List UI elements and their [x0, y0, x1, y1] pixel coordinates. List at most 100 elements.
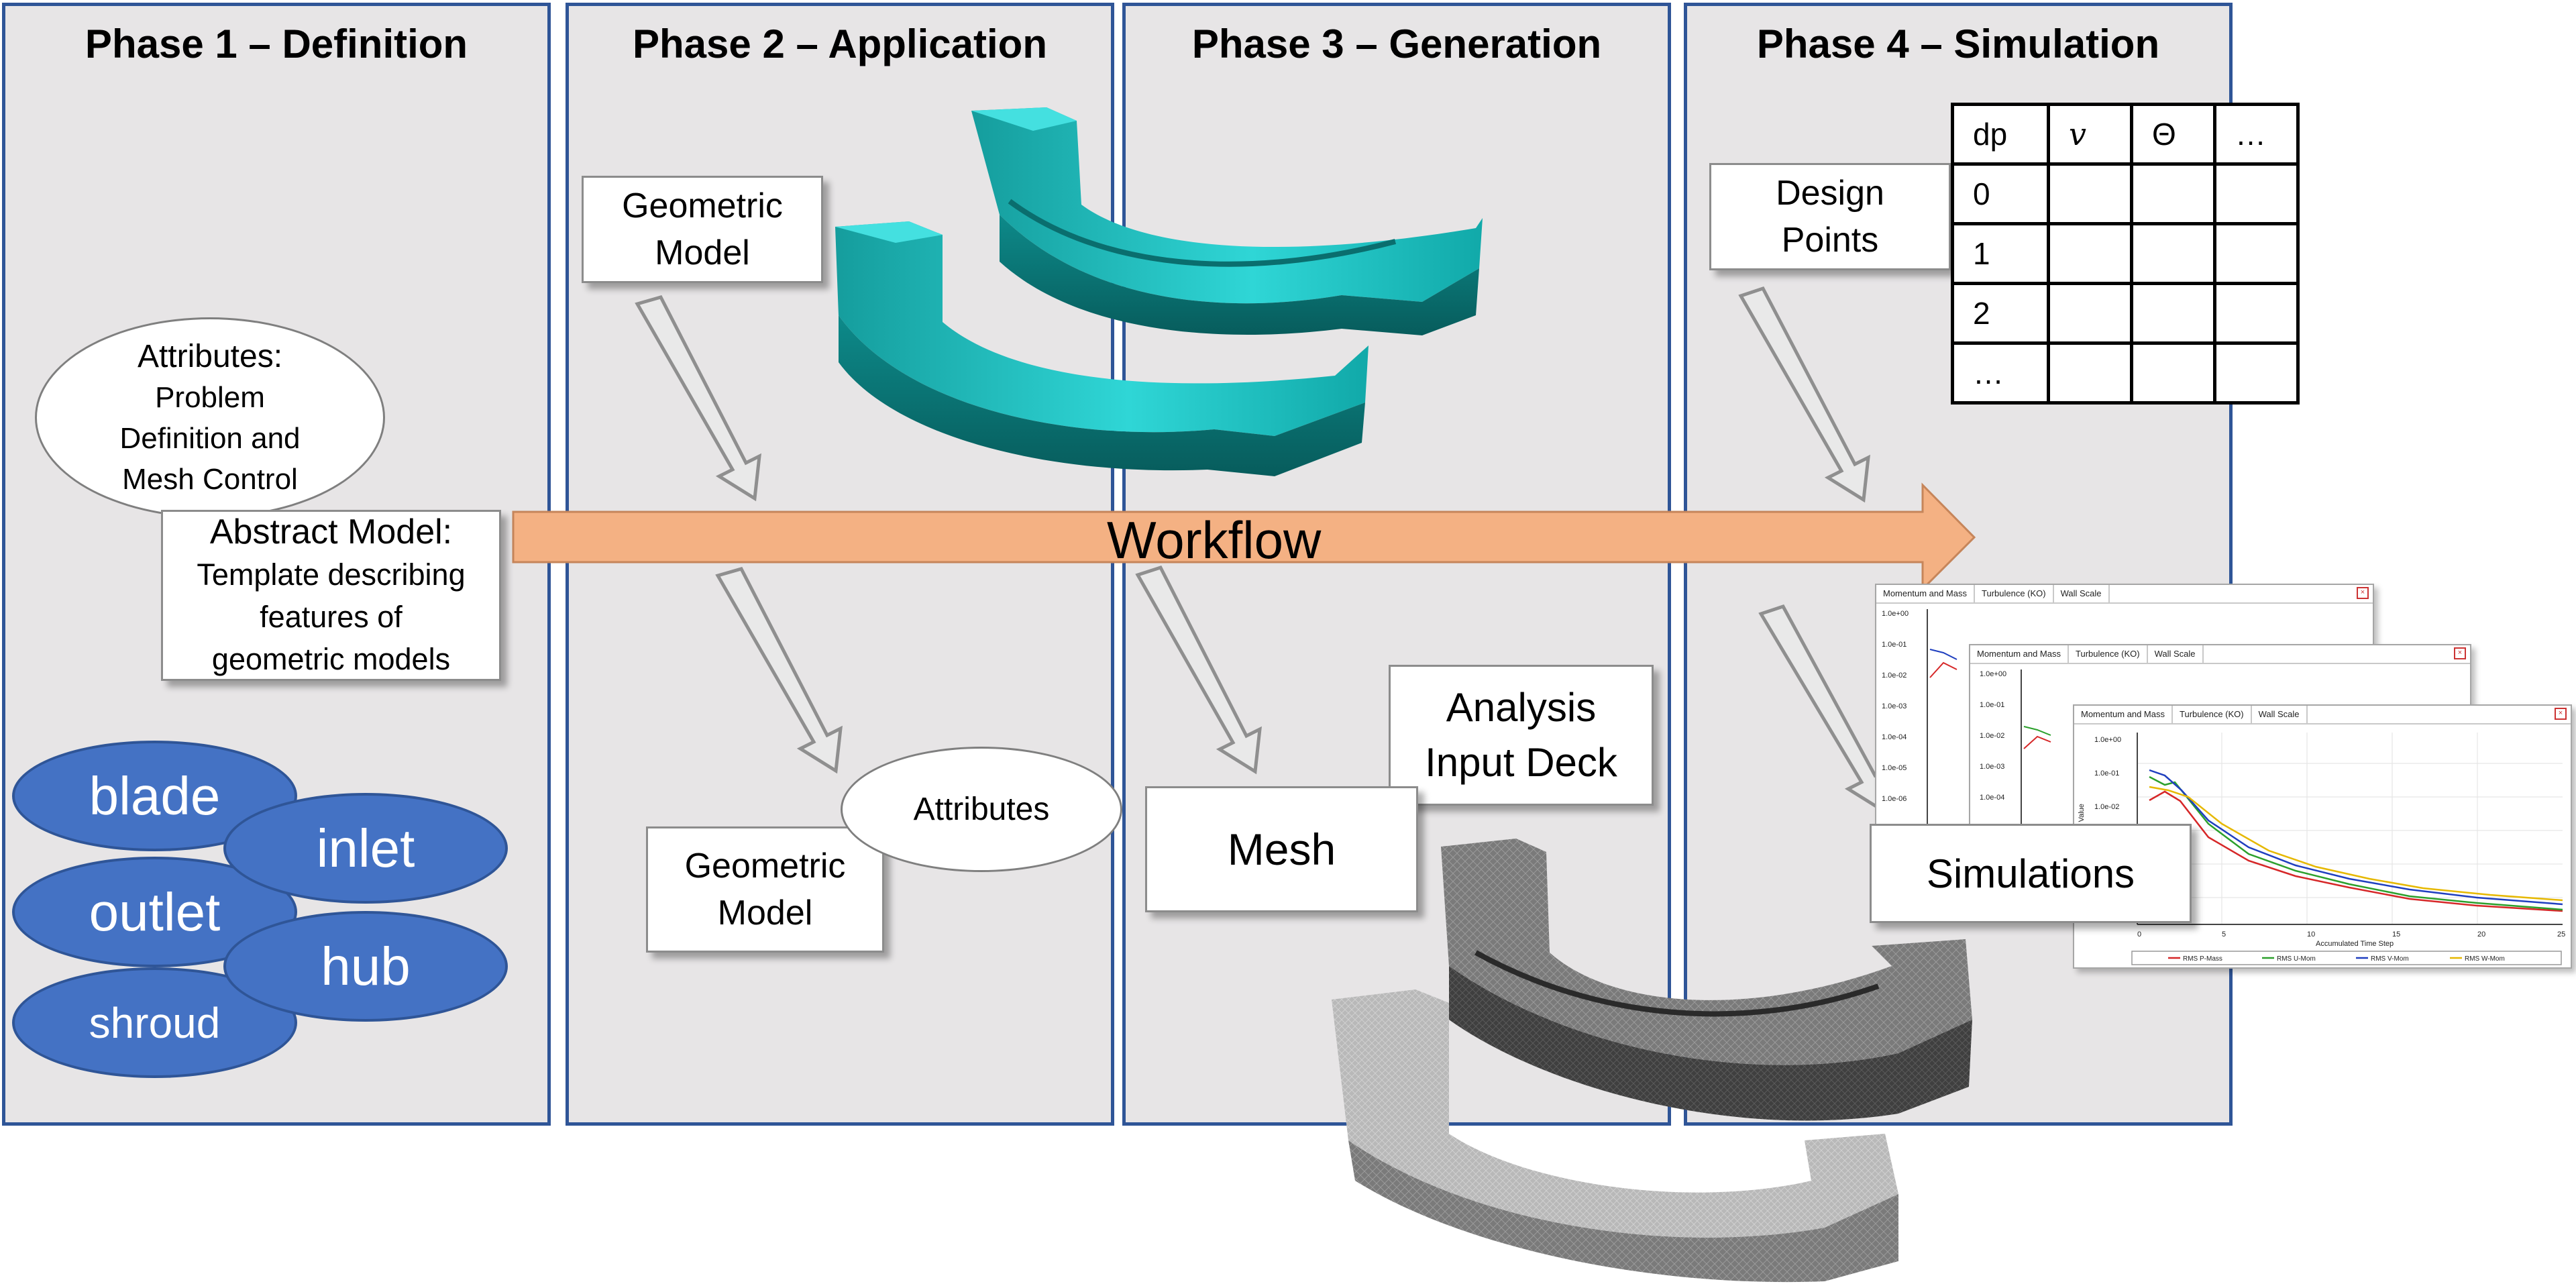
feature-label: inlet	[316, 818, 415, 878]
analysis-line: Input Deck	[1425, 740, 1617, 785]
table-cell	[2047, 162, 2133, 225]
y-tick-label: 1.0e-02	[1882, 672, 1907, 680]
table-cell	[2130, 222, 2216, 285]
abstract-model-line: geometric models	[211, 641, 451, 676]
tab-turbulence[interactable]: Turbulence (KO)	[2069, 645, 2148, 663]
x-axis-label: Accumulated Time Step	[2316, 940, 2394, 948]
phase-title: Phase 1 – Definition	[85, 21, 468, 66]
window-tabs: Momentum and Mass Turbulence (KO) Wall S…	[2074, 706, 2571, 724]
y-tick-label: 1.0e+00	[1882, 610, 1909, 618]
teal-geometry-back	[971, 107, 1483, 335]
attributes-ellipse: Attributes: Problem Definition and Mesh …	[35, 317, 385, 518]
phase-title: Phase 4 – Simulation	[1756, 21, 2160, 66]
analysis-line: Analysis	[1446, 685, 1597, 730]
table-header-row: dp 𝑣 Θ …	[1951, 103, 2300, 166]
tab-wall-scale[interactable]: Wall Scale	[2054, 585, 2110, 602]
attributes-line: Mesh Control	[122, 462, 298, 496]
arrow-down-icon	[715, 567, 843, 774]
table-cell	[2047, 282, 2133, 345]
mesh-geometry-front	[1332, 989, 1898, 1283]
tab-wall-scale[interactable]: Wall Scale	[2148, 645, 2204, 663]
abstract-model-line: features of	[260, 599, 402, 634]
attributes-line: Problem	[155, 380, 265, 414]
table-header-cell: …	[2213, 103, 2300, 166]
arrow-down-icon	[635, 295, 761, 502]
tab-momentum[interactable]: Momentum and Mass	[1876, 585, 1975, 602]
table-row: 1	[1951, 222, 2300, 285]
x-tick-label: 15	[2392, 930, 2400, 938]
y-tick-label: 1.0e-06	[1882, 795, 1907, 803]
close-icon[interactable]: ×	[2357, 587, 2369, 599]
window-tabs: Momentum and Mass Turbulence (KO) Wall S…	[1970, 645, 2470, 664]
table-cell	[2047, 341, 2133, 405]
arrow-down-icon	[1738, 286, 1870, 503]
y-tick-label: 1.0e-03	[1882, 702, 1907, 710]
feature-hub: hub	[223, 911, 508, 1022]
legend-box	[2131, 951, 2562, 965]
legend-label: RMS V-Mom	[2371, 955, 2409, 963]
table-cell: …	[1951, 341, 2050, 405]
x-tick-label: 10	[2307, 930, 2315, 938]
attributes-label: Attributes	[913, 792, 1050, 827]
mesh-box: Mesh	[1145, 786, 1418, 912]
tab-momentum[interactable]: Momentum and Mass	[1970, 645, 2069, 663]
simulations-box: Simulations	[1870, 824, 2192, 923]
y-tick-label: 1.0e-04	[1980, 794, 2004, 802]
table-cell	[2130, 162, 2216, 225]
table-row: 2	[1951, 282, 2300, 345]
analysis-input-deck-box: Analysis Input Deck	[1389, 665, 1654, 806]
attributes-line: Definition and	[119, 421, 301, 455]
tab-turbulence[interactable]: Turbulence (KO)	[1975, 585, 2054, 602]
table-cell	[2047, 222, 2133, 285]
y-tick-label: 1.0e-01	[1980, 701, 2004, 709]
table-cell	[2213, 341, 2300, 405]
plot-area: 1.0e+00 1.0e-01 1.0e-02 1.0e-03 Variable…	[2078, 733, 2565, 965]
close-icon[interactable]: ×	[2555, 708, 2567, 720]
tab-momentum[interactable]: Momentum and Mass	[2074, 706, 2173, 723]
feature-label: blade	[89, 765, 221, 826]
attributes-ellipse-small: Attributes	[841, 747, 1122, 872]
window-tabs: Momentum and Mass Turbulence (KO) Wall S…	[1876, 585, 2373, 604]
y-tick-label: 1.0e+00	[1980, 670, 2006, 678]
teal-geometry-front	[835, 221, 1368, 476]
geometric-model-box-bottom: Geometric Model	[646, 826, 884, 953]
feature-label: outlet	[89, 881, 221, 942]
x-tick-label: 5	[2222, 930, 2226, 938]
legend-label: RMS W-Mom	[2465, 955, 2505, 963]
phase-panel-generation: Phase 3 – Generation	[1122, 3, 1671, 1126]
attributes-line: Attributes:	[137, 338, 283, 374]
tab-turbulence[interactable]: Turbulence (KO)	[2173, 706, 2252, 723]
design-points-line: Points	[1781, 221, 1879, 260]
workflow-label: Workflow	[1107, 511, 1322, 570]
y-tick-label: 1.0e-01	[1882, 641, 1907, 649]
phase-title: Phase 2 – Application	[633, 21, 1047, 66]
abstract-model-line: Template describing	[197, 557, 466, 592]
tab-wall-scale[interactable]: Wall Scale	[2252, 706, 2308, 723]
feature-label: shroud	[89, 998, 221, 1047]
design-points-box: Design Points	[1709, 163, 1951, 270]
design-points-line: Design	[1776, 174, 1884, 213]
table-header-cell: 𝑣	[2047, 103, 2133, 166]
y-tick-label: 1.0e+00	[2094, 736, 2121, 744]
close-icon[interactable]: ×	[2454, 647, 2466, 659]
table-header-cell: dp	[1951, 103, 2050, 166]
arrow-down-icon	[1135, 565, 1262, 775]
geometric-model-line: Model	[717, 894, 813, 932]
x-tick-label: 20	[2477, 930, 2485, 938]
x-tick-label: 25	[2557, 930, 2565, 938]
feature-label: hub	[321, 936, 411, 996]
table-cell: 1	[1951, 222, 2050, 285]
plot-area: 1.0e+00 1.0e-01 1.0e-02 1.0e-03 1.0e-04 …	[1882, 609, 1957, 824]
table-cell: 2	[1951, 282, 2050, 345]
table-row: …	[1951, 341, 2300, 405]
feature-shroud: shroud	[12, 967, 297, 1078]
x-tick-label: 0	[2137, 930, 2141, 938]
mesh-label: Mesh	[1227, 824, 1336, 874]
geometric-model-line: Geometric	[622, 186, 783, 225]
phase-title: Phase 3 – Generation	[1191, 21, 1602, 66]
table-cell	[2130, 341, 2216, 405]
